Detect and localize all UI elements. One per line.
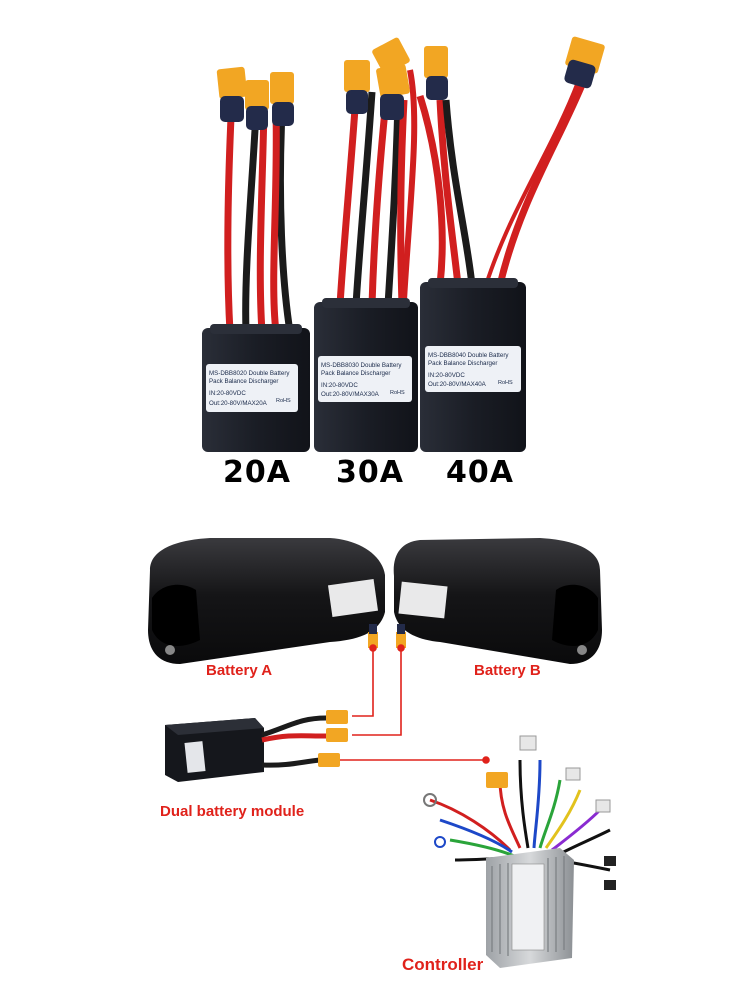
module-30a-group: MS-DBB8030 Double Battery Pack Balance D… xyxy=(314,37,418,452)
xt60-connector-icon xyxy=(270,72,294,126)
sticker-cert: RoHS xyxy=(498,380,513,386)
sticker-output: Out:20-80V/MAX30A xyxy=(321,391,380,398)
sticker-cert: RoHS xyxy=(390,390,405,396)
rating-30a-label: 30A xyxy=(336,455,404,490)
battery-a-label: Battery A xyxy=(206,662,273,679)
connection-lines xyxy=(340,644,490,764)
sticker-subtitle: Pack Balance Discharger xyxy=(321,370,390,377)
module-40a-sticker: MS-DBB8040 Double Battery Pack Balance D… xyxy=(425,346,521,392)
xt60-connector-icon xyxy=(344,60,370,114)
sticker-input: IN:20-80VDC xyxy=(209,390,246,397)
xt60-connector-icon xyxy=(216,66,248,122)
dual-battery-module xyxy=(165,710,348,782)
module-40a-group: MS-DBB8040 Double Battery Pack Balance D… xyxy=(416,36,605,452)
sticker-output: Out:20-80V/MAX20A xyxy=(209,400,268,407)
module-20a-group: MS-DBB8020 Double Battery Pack Balance D… xyxy=(202,66,310,452)
rating-20a-label: 20A xyxy=(223,455,291,490)
sticker-title: MS-DBB8040 Double Battery xyxy=(428,352,509,359)
sticker-title: MS-DBB8020 Double Battery xyxy=(209,370,290,377)
sticker-subtitle: Pack Balance Discharger xyxy=(209,378,278,385)
controller-label: Controller xyxy=(402,955,484,974)
xt60-connector-icon xyxy=(424,46,448,100)
sticker-input: IN:20-80VDC xyxy=(428,372,465,379)
sticker-title: MS-DBB8030 Double Battery xyxy=(321,362,402,369)
module-20a-sticker: MS-DBB8020 Double Battery Pack Balance D… xyxy=(206,364,298,412)
rating-40a-label: 40A xyxy=(446,455,514,490)
xt60-connector-icon xyxy=(564,36,605,89)
battery-b xyxy=(393,538,602,664)
sticker-input: IN:20-80VDC xyxy=(321,382,358,389)
sticker-subtitle: Pack Balance Discharger xyxy=(428,360,497,367)
dual-battery-module-label: Dual battery module xyxy=(160,803,305,820)
controller xyxy=(423,735,616,968)
sticker-output: Out:20-80V/MAX40A xyxy=(428,381,487,388)
xt60-connector-icon xyxy=(372,37,410,75)
battery-a xyxy=(148,538,385,664)
sticker-cert: RoHS xyxy=(276,398,291,404)
xt60-connector-icon xyxy=(245,80,269,130)
module-30a-sticker: MS-DBB8030 Double Battery Pack Balance D… xyxy=(318,356,412,402)
battery-b-label: Battery B xyxy=(474,662,541,679)
